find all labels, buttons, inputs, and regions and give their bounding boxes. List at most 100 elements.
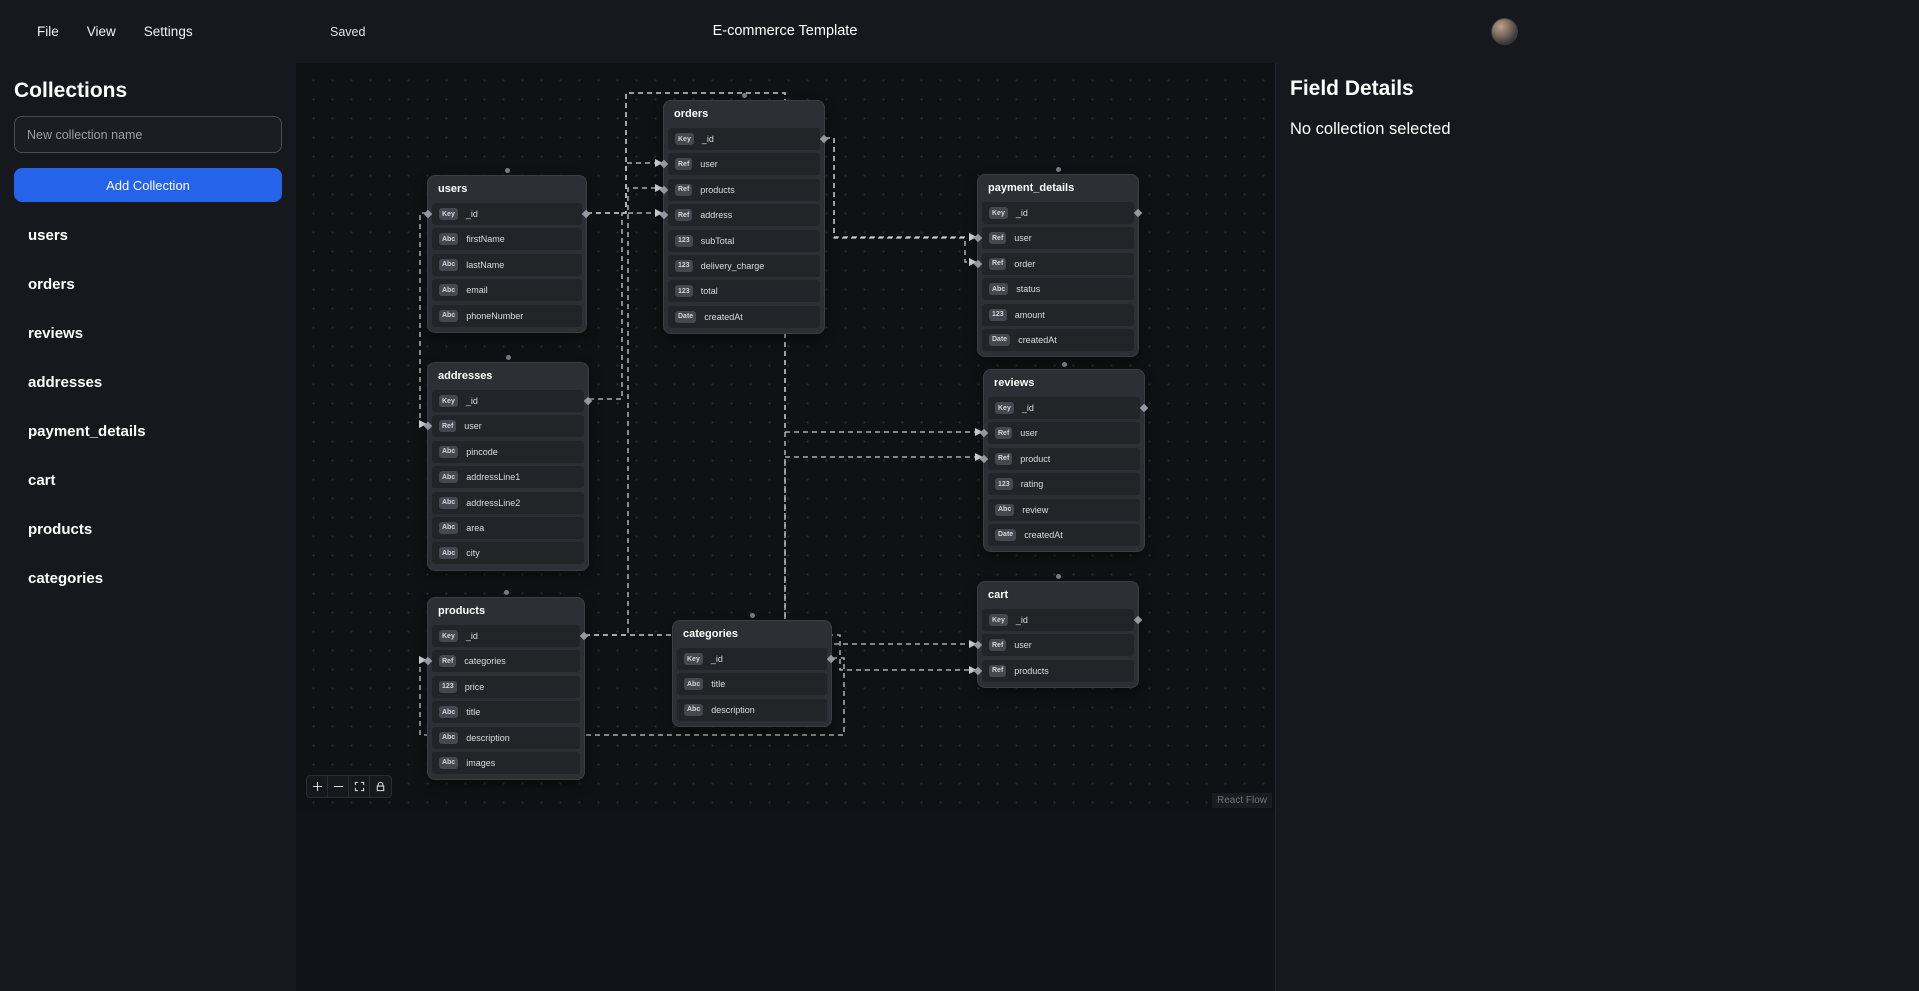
- field-type-badge: Key: [995, 402, 1014, 414]
- field-name-label: total: [700, 286, 718, 297]
- field-name-label: images: [466, 757, 496, 768]
- field-type-badge: Ref: [675, 209, 693, 222]
- field-type-badge: Ref: [995, 452, 1013, 465]
- field-name-label: phoneNumber: [466, 310, 524, 321]
- menu-view[interactable]: View: [85, 20, 118, 43]
- field-row-payment_details-_id[interactable]: Key_id: [982, 202, 1143, 224]
- edge-addresses._id-to-orders.address[interactable]: [589, 212, 663, 400]
- edge-products._id-to-reviews.product[interactable]: [585, 456, 983, 636]
- field-type-badge: Key: [675, 133, 694, 145]
- fit-view-button[interactable]: [349, 776, 370, 797]
- zoom-in-button[interactable]: [307, 776, 328, 797]
- sidebar-item-addresses[interactable]: addresses: [28, 374, 103, 391]
- sidebar-item-orders[interactable]: orders: [28, 276, 75, 293]
- field-details-panel: Field Details No collection selected: [1275, 63, 1919, 991]
- sidebar-item-products[interactable]: products: [28, 521, 93, 538]
- field-row-users-_id[interactable]: Key_id: [423, 203, 591, 225]
- field-type-badge: Date: [989, 333, 1011, 346]
- edge-arrowhead: [655, 159, 663, 167]
- sidebar-item-payment_details[interactable]: payment_details: [28, 423, 146, 440]
- menu-file[interactable]: File: [35, 20, 61, 43]
- edge-users._id-to-addresses.user[interactable]: [419, 212, 427, 425]
- edge-arrowhead: [975, 428, 983, 436]
- add-collection-button[interactable]: Add Collection: [14, 168, 282, 202]
- edge-orders._id-to-payment_details.order[interactable]: [825, 137, 977, 263]
- sidebar-item-cart[interactable]: cart: [28, 472, 56, 489]
- edge-orders._id-to-payment_details.user[interactable]: [825, 137, 977, 238]
- field-name-label: amount: [1014, 309, 1045, 320]
- user-avatar[interactable]: [1491, 18, 1518, 45]
- field-row-products-_id[interactable]: Key_id: [432, 625, 589, 647]
- field-name-label: createdAt: [704, 311, 743, 322]
- node-title: payment_details: [988, 182, 1075, 194]
- lock-button[interactable]: [370, 776, 391, 797]
- field-type-badge: Ref: [989, 232, 1007, 245]
- field-row-cart-_id[interactable]: Key_id: [982, 609, 1143, 631]
- field-row-orders-_id[interactable]: Key_id: [668, 128, 829, 150]
- field-row-categories-_id[interactable]: Key_id: [677, 648, 836, 670]
- field-name-label: _id: [465, 396, 478, 406]
- new-collection-input[interactable]: [14, 116, 282, 153]
- react-flow-attribution[interactable]: React Flow: [1211, 793, 1272, 808]
- sidebar-item-reviews[interactable]: reviews: [28, 325, 84, 342]
- node-title: products: [438, 605, 486, 617]
- field-row-reviews-_id[interactable]: Key_id: [988, 397, 1149, 419]
- field-row-addresses-_id[interactable]: Key_id: [432, 390, 593, 412]
- sidebar-item-users[interactable]: users: [28, 227, 69, 244]
- field-name-label: firstName: [466, 234, 505, 245]
- node-title: categories: [683, 628, 739, 640]
- sidebar-item-categories[interactable]: categories: [28, 570, 104, 587]
- menu-settings[interactable]: Settings: [142, 20, 195, 43]
- edge-products._id-to-orders.products[interactable]: [585, 187, 663, 636]
- zoom-out-button[interactable]: [328, 776, 349, 797]
- field-type-badge: Abc: [684, 703, 704, 716]
- edge-arrowhead: [969, 640, 977, 648]
